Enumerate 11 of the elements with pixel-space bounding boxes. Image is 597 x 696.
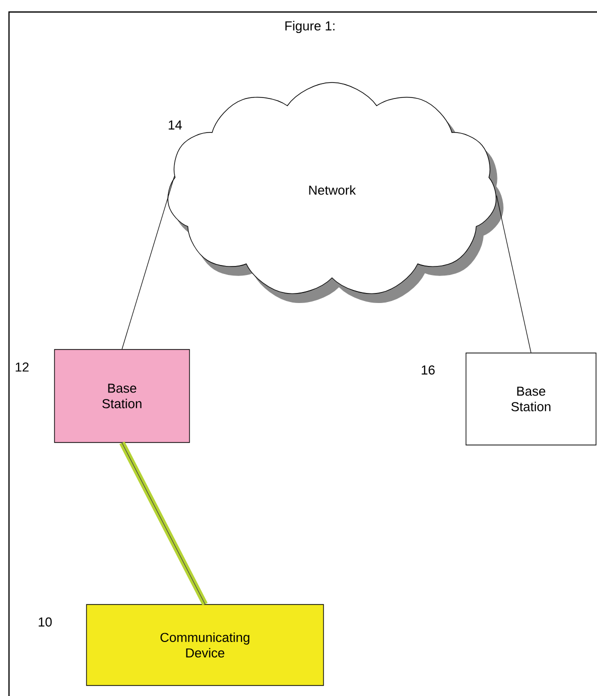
process-box: Communicating Device xyxy=(86,604,324,686)
reference-number: 16 xyxy=(422,365,435,375)
reference-number: 10 xyxy=(38,617,52,627)
process-box: Base Station xyxy=(466,352,596,446)
reference-number: 12 xyxy=(16,362,29,372)
connector-line xyxy=(122,176,175,350)
process-box: Base Station xyxy=(54,349,190,443)
connector-line xyxy=(119,442,208,606)
connector-line xyxy=(496,195,532,353)
reference-number: 14 xyxy=(168,120,182,130)
figure-title: Figure 1: xyxy=(285,20,334,34)
